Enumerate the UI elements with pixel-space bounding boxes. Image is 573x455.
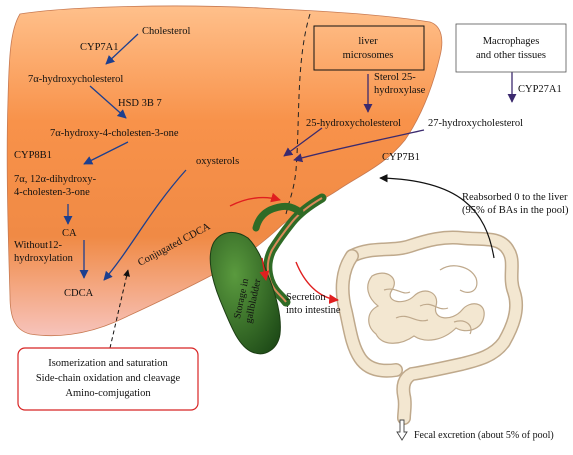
cdca-label: CDCA [64,288,94,299]
processes-box [17,347,199,411]
hydroxycholesterol-7a-label: 7α-hydroxycholesterol [28,74,123,85]
intestines [335,230,524,425]
macrophages-label-line2: and other tissues [476,50,546,61]
reabsorbed-label-line1: Reabsorbed 0 to the liver [462,192,568,203]
microsomes-label-line2: microsomes [343,50,394,61]
dihydroxy-label-line1: 7α, 12α-dihydroxy- [14,174,97,185]
cyp7b1-label: CYP7B1 [382,152,420,163]
hydroxycholesterol-27-label: 27-hydroxycholesterol [428,118,523,129]
dihydroxy-label-line2: 4-cholesten-3-one [14,187,90,198]
bile-duct [252,193,327,307]
liver-shape [6,5,443,337]
secretion-label-line1: Secretion [286,292,326,303]
processes-line2: Side-chain oxidation and cleavage [36,373,181,384]
ca-label: CA [62,228,77,239]
cyp8b1-label: CYP8B1 [14,150,52,161]
sterol-hydroxylase-line2: hydroxylase [374,85,426,96]
hsd3b7-label: HSD 3B 7 [118,98,162,109]
macrophages-box [455,23,567,73]
pathway-arrows [63,33,517,441]
oxysterols-label: oxysterols [196,156,239,167]
fecal-excretion-label: Fecal excretion (about 5% of pool) [414,430,554,441]
hydroxycholesterol-25-label: 25-hydroxycholesterol [306,118,401,129]
without12-label-line1: Without12- [14,240,62,251]
processes-line3: Amino-comjugation [65,388,151,399]
processes-line1: Isomerization and saturation [48,358,168,369]
secretion-label-line2: into intestine [286,305,341,316]
cyp27a1-label: CYP27A1 [518,84,562,95]
gallbladder-arrow [259,257,270,281]
liver-lobe-divider [285,13,311,215]
macrophages-label-line1: Macrophages [483,36,540,47]
microsomes-label-line1: liver [358,36,378,47]
cholesten-one-label: 7α-hydroxy-4-cholesten-3-one [50,128,179,139]
reabsorbed-label-line2: (95% of BAs in the pool) [462,205,569,216]
cholesterol-label: Cholesterol [142,26,190,37]
liver-microsomes-box [313,25,425,71]
sterol-hydroxylase-line1: Sterol 25- [374,72,416,83]
cyp7a1-label: CYP7A1 [80,42,119,53]
gallbladder [209,232,281,355]
without12-label-line2: hydroxylation [14,253,74,264]
